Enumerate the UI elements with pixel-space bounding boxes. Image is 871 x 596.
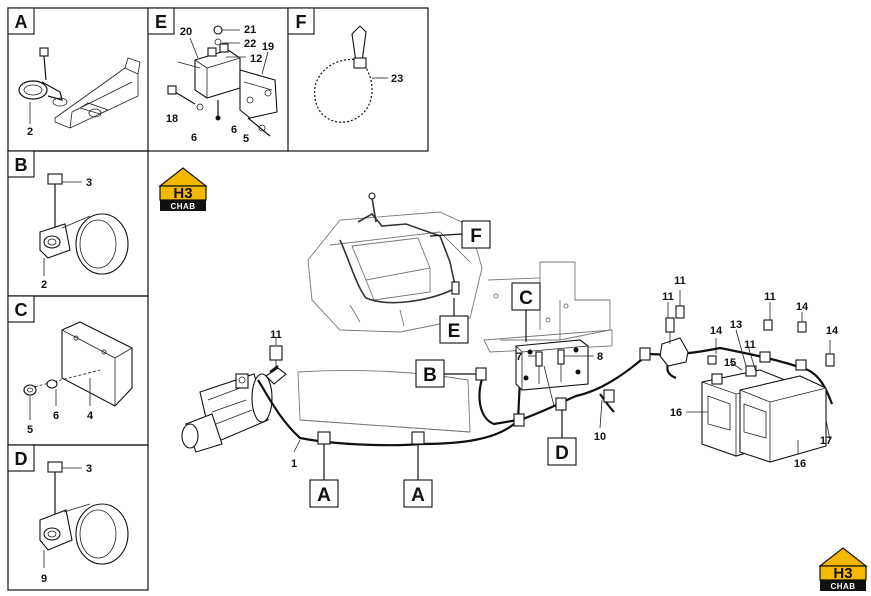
pn-cable-10: 10 (594, 431, 606, 443)
panel-a-label-2: 2 (27, 126, 33, 138)
panel-frames (7, 7, 429, 591)
panel-e-label-6b: 6 (231, 124, 237, 136)
callout-f: F (470, 226, 482, 247)
pn-bat-16a: 16 (670, 407, 682, 419)
pn-bat-17: 17 (820, 435, 832, 447)
logo-bottom: H3 CHAB (818, 547, 868, 591)
leader-lines (275, 290, 831, 454)
pn-bat-14b: 14 (796, 301, 809, 313)
callout-d: D (555, 443, 569, 464)
panel-a: A 2 (7, 7, 141, 138)
panel-e-label-6a: 6 (191, 132, 197, 144)
panel-c-label-5: 5 (27, 424, 33, 436)
panel-c-label-4: 4 (87, 410, 94, 422)
upper-chassis (307, 192, 483, 333)
panel-f-label-23: 23 (391, 73, 403, 85)
logo-top-subtext: CHAB (170, 202, 195, 211)
panel-f: F 23 (287, 7, 403, 124)
frame-rail (297, 369, 471, 433)
panel-d: D 3 9 (7, 444, 129, 585)
pn-bat-15: 15 (724, 357, 736, 369)
pn-cable-1: 1 (291, 458, 297, 470)
callout-e: E (448, 321, 461, 342)
starter-motor (181, 367, 287, 453)
pn-bat-11a: 11 (674, 275, 686, 287)
panel-c-letter: C (15, 300, 28, 320)
pn-starter-11: 11 (270, 329, 282, 341)
panel-d-label-3: 3 (86, 463, 92, 475)
logo-top: H3 CHAB (158, 167, 208, 211)
pn-bat-14a: 14 (710, 325, 723, 337)
battery-disconnect (659, 305, 689, 367)
pn-bat-13: 13 (730, 319, 742, 331)
relay-illustration (167, 25, 278, 137)
pn-box-8: 8 (597, 351, 603, 363)
panel-b-label-3: 3 (86, 177, 92, 189)
panel-d-letter: D (15, 449, 28, 469)
d-clamp-illustration (39, 461, 129, 565)
logo-bottom-subtext: CHAB (830, 582, 855, 591)
panel-e-label-5: 5 (243, 133, 249, 145)
junction-box (515, 339, 589, 407)
part-numbers: 11 1 7 8 10 11 11 11 11 14 14 14 13 15 1… (270, 275, 839, 470)
clip-bracket-illustration (18, 47, 141, 129)
panel-a-letter: A (15, 12, 28, 32)
callout-c: C (519, 288, 533, 309)
panel-e-letter: E (155, 12, 167, 32)
cable-clamps (317, 347, 651, 445)
pn-box-7: 7 (516, 351, 522, 363)
panel-e-label-22: 22 (244, 38, 256, 50)
panel-e-label-21: 21 (244, 24, 256, 36)
panel-b-label-2: 2 (41, 279, 47, 291)
pn-bat-11d: 11 (744, 339, 756, 351)
panel-e-label-18: 18 (166, 113, 178, 125)
pn-bat-16b: 16 (794, 458, 806, 470)
panel-b: B 3 2 (7, 150, 129, 291)
batteries (701, 319, 835, 463)
callouts: F C B E D A A (309, 220, 577, 508)
panel-e-label-20: 20 (180, 26, 192, 38)
logo-bottom-text: H3 (833, 565, 852, 582)
panel-e: E 20 21 22 19 (147, 7, 278, 145)
panel-c: C 5 6 4 (7, 295, 133, 436)
panel-b-letter: B (15, 155, 28, 175)
pn-bat-14c: 14 (826, 325, 839, 337)
callout-a-right: A (411, 485, 425, 506)
pn-bat-11c: 11 (764, 291, 776, 303)
panel-e-label-12: 12 (250, 53, 262, 65)
logo-top-text: H3 (173, 185, 192, 202)
starter-lug (269, 345, 283, 368)
b-clamp-illustration (39, 173, 129, 275)
panel-d-label-9: 9 (41, 573, 47, 585)
callout-b: B (423, 365, 437, 386)
right-frame (483, 261, 613, 353)
callout-a-left: A (317, 485, 331, 506)
pn-bat-11b: 11 (662, 291, 674, 303)
c-plate-illustration (23, 321, 133, 407)
panel-c-label-6: 6 (53, 410, 59, 422)
panel-e-label-19: 19 (262, 41, 274, 53)
cable-tie-illustration (313, 25, 374, 124)
panel-f-letter: F (296, 12, 307, 32)
